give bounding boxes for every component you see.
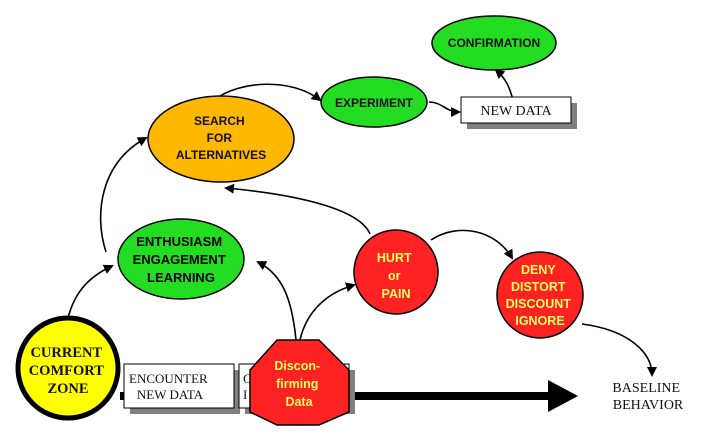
confirmation-node: CONFIRMATION: [431, 15, 557, 71]
svg-text:C I: C I: [243, 371, 255, 402]
deny-line-1: DENY: [521, 263, 556, 277]
disconfirming-line-2: firming: [276, 377, 318, 391]
hurt-line-2: or: [388, 269, 401, 283]
arrow-newdata-to-confirmation: [494, 68, 514, 101]
comfort-line-1: CURRENT: [30, 345, 102, 361]
svg-text:Discon- firming Da: Discon- firming Data: [274, 359, 323, 409]
svg-text:SEARCH FOR ALTERNA: SEARCH FOR ALTERNATIVES: [176, 114, 266, 162]
enthusiasm-line-1: ENTHUSIASM: [136, 234, 222, 249]
enthusiasm-node: ENTHUSIASM ENGAGEMENT LEARNING: [117, 218, 245, 300]
baseline-behavior-label: BASELINE BEHAVIOR: [612, 381, 684, 413]
encounter-line-1: ENCOUNTER: [129, 371, 208, 386]
deny-line-2: DISTORT: [511, 280, 566, 294]
encounter-new-data-box: ENCOUNTER NEW DATA: [123, 363, 240, 414]
search-line-3: ALTERNATIVES: [176, 148, 266, 162]
deny-node: DENY DISTORT DISCOUNT IGNORE: [496, 251, 584, 339]
deny-line-4: IGNORE: [515, 314, 564, 328]
hidden-box-line-2: I: [243, 387, 247, 402]
svg-text:CURRENT COMFORT ZO: CURRENT COMFORT ZONE: [29, 345, 108, 397]
new-data-label: NEW DATA: [480, 104, 552, 119]
search-node: SEARCH FOR ALTERNATIVES: [147, 95, 295, 183]
confirmation-label: CONFIRMATION: [448, 36, 540, 50]
search-line-2: FOR: [207, 131, 233, 145]
arrow-hurt-to-search: [224, 183, 371, 235]
svg-text:DENY DISTORT DISCO: DENY DISTORT DISCOUNT IGNORE: [506, 263, 575, 328]
current-comfort-zone: CURRENT COMFORT ZONE: [15, 315, 121, 421]
search-line-1: SEARCH: [194, 114, 245, 128]
comfort-line-2: COMFORT: [29, 363, 105, 379]
hurt-line-3: PAIN: [382, 287, 411, 301]
new-data-box: NEW DATA: [460, 96, 577, 129]
baseline-line-1: BASELINE: [612, 381, 680, 396]
arrow-data-to-enthusiasm: [256, 261, 297, 341]
arrow-hurt-to-deny: [430, 229, 513, 260]
experiment-label: EXPERIMENT: [335, 96, 414, 110]
svg-text:HURT or PAIN: HURT or PAIN: [377, 251, 415, 301]
baseline-line-2: BEHAVIOR: [613, 398, 684, 413]
arrow-search-to-experiment: [213, 83, 322, 102]
encounter-line-2: NEW DATA: [137, 387, 204, 402]
arrow-experiment-to-newdata: [428, 101, 461, 117]
arrow-deny-to-baseline: [581, 323, 657, 377]
arrow-enthusiasm-to-search: [99, 137, 148, 253]
hidden-box-line-1: C: [243, 371, 252, 386]
deny-line-3: DISCOUNT: [506, 297, 572, 311]
svg-text:ENTHUSIASM ENGAGEMENT: ENTHUSIASM ENGAGEMENT LEARNING: [133, 234, 230, 285]
enthusiasm-line-3: LEARNING: [147, 270, 215, 285]
arrow-data-to-hurt: [299, 282, 356, 341]
comfort-line-3: ZONE: [47, 381, 88, 397]
disconfirming-data-node: Discon- firming Data: [249, 339, 350, 426]
experiment-node: EXPERIMENT: [320, 76, 428, 128]
arrow-comfort-to-enthusiasm: [67, 264, 114, 319]
svg-text:ENCOUNTER NEW DATA: ENCOUNTER NEW DATA: [129, 371, 211, 402]
disconfirming-line-3: Data: [285, 395, 313, 409]
enthusiasm-line-2: ENGAGEMENT: [133, 252, 226, 267]
hurt-line-1: HURT: [377, 251, 412, 265]
hurt-node: HURT or PAIN: [353, 229, 439, 315]
disconfirming-line-1: Discon-: [274, 359, 320, 373]
